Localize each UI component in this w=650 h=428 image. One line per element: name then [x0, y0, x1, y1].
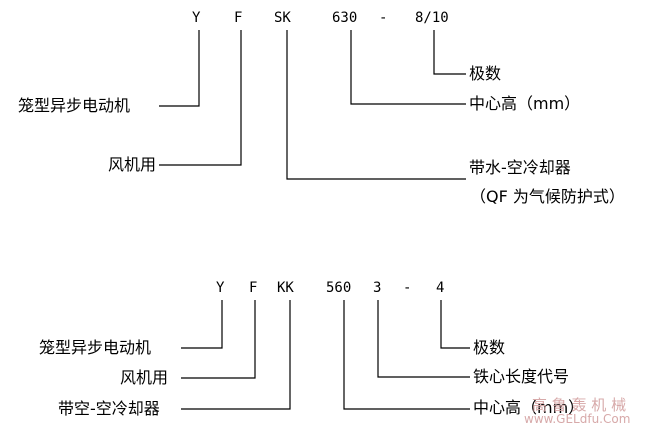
watermark-url: www.GELdfu.Com: [524, 412, 631, 426]
d1-label-center-height: 中心高（mm）: [469, 94, 581, 113]
d1-label-qf: （QF 为气候防护式）: [470, 187, 625, 206]
d1-code-dash: -: [379, 10, 388, 26]
line-d2-3-core: [377, 300, 470, 378]
line-d1-810-poles: [433, 30, 466, 75]
line-d2-f-fan: [181, 300, 256, 379]
d2-label-fan: 风机用: [120, 368, 169, 387]
d2-code-kk: KK: [277, 280, 294, 296]
d2-label-center-height: 中心高（mm）: [473, 398, 585, 417]
line-d2-kk-cooler: [181, 300, 291, 410]
d1-label-poles: 极数: [469, 64, 502, 83]
d2-code-dash: -: [403, 280, 412, 296]
d2-code-f: F: [249, 280, 258, 296]
watermark-text: 高 鲁 轰 机 械: [532, 396, 627, 414]
line-d1-y-motor: [159, 30, 200, 107]
line-d2-4-poles: [440, 300, 470, 349]
d1-code-num: 630: [332, 10, 358, 26]
d2-label-core-length: 铁心长度代号: [473, 367, 570, 386]
d1-code-y: Y: [192, 10, 201, 26]
d2-label-poles: 极数: [473, 338, 506, 357]
line-d1-f-fan: [159, 30, 242, 166]
d1-label-fan: 风机用: [108, 155, 157, 174]
d2-code-core: 3: [373, 280, 382, 296]
d2-code-poles: 4: [436, 280, 445, 296]
d2-label-cooler: 带空-空冷却器: [58, 399, 160, 418]
d2-code-num: 560: [326, 280, 352, 296]
d2-code-y: Y: [216, 280, 225, 296]
d1-code-f: F: [234, 10, 243, 26]
line-d2-560-height: [343, 300, 470, 410]
line-d1-sk-cooler: [286, 30, 466, 180]
line-d2-y-motor: [181, 300, 223, 349]
line-d1-630-height: [350, 30, 466, 105]
d1-code-sk: SK: [274, 10, 291, 26]
d1-label-cooler: 带水-空冷却器: [469, 158, 571, 177]
d1-label-motor: 笼型异步电动机: [18, 96, 131, 115]
d1-code-poles: 8/10: [415, 10, 449, 26]
d2-label-motor: 笼型异步电动机: [39, 338, 152, 357]
